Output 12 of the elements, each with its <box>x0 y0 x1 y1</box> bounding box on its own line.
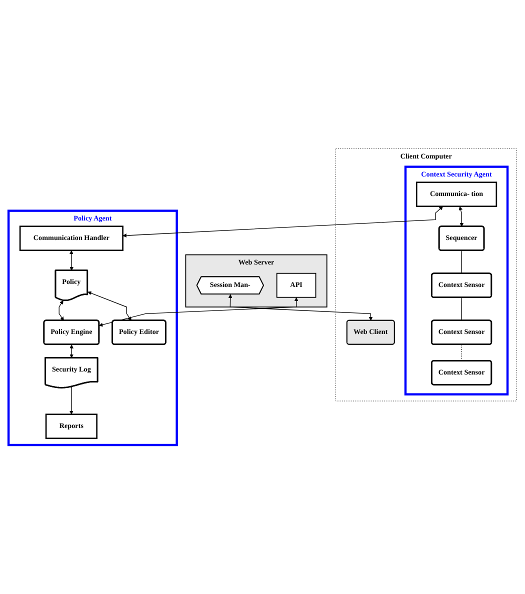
arrow <box>88 292 132 321</box>
arrow <box>122 206 444 238</box>
arrow <box>458 206 464 227</box>
connector <box>461 344 462 362</box>
arrow <box>70 344 74 358</box>
arrow <box>69 386 74 415</box>
arrow <box>58 300 64 321</box>
arrow <box>69 250 74 271</box>
connector <box>461 250 462 274</box>
arrow <box>98 298 298 327</box>
arrow <box>228 294 373 321</box>
connector <box>461 297 462 322</box>
